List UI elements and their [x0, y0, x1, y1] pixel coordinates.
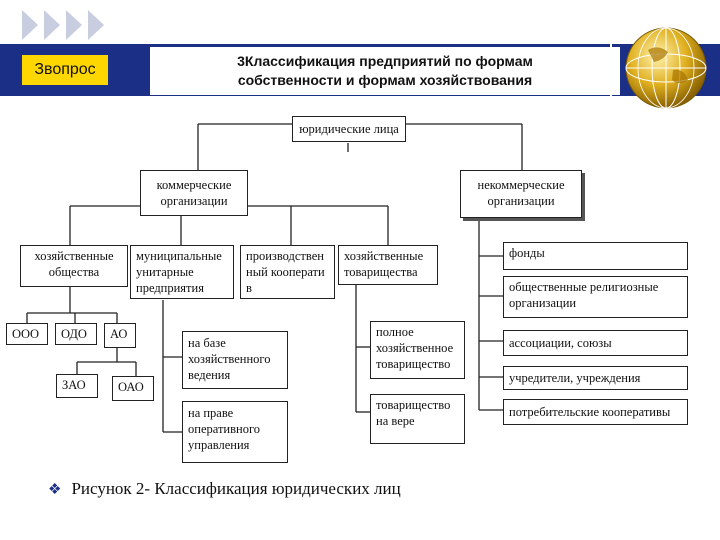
diamond-bullet-icon: ❖: [48, 481, 62, 498]
title-line-2: собственности и формам хозяйствования: [237, 72, 533, 88]
node-business-companies: хозяйственные общества: [20, 245, 128, 287]
node-zao: ЗАО: [56, 374, 98, 398]
node-funds: фонды: [503, 242, 688, 270]
node-consumer-coops: потребительские кооперативы: [503, 399, 688, 425]
node-associations: ассоциации, союзы: [503, 330, 688, 356]
node-operational-management: на праве оперативного управления: [182, 401, 288, 463]
node-noncommercial: некоммерческие организации: [460, 170, 582, 218]
globe-icon: [625, 27, 707, 109]
cooperative-label: производственный кооператив: [246, 249, 325, 295]
node-ao: АО: [104, 323, 136, 348]
node-institutions: учредители, учреждения: [503, 366, 688, 390]
node-limited-partnership: товарищество на вере: [370, 394, 465, 444]
node-oao: ОАО: [112, 376, 154, 401]
node-cooperative: производственный кооператив: [240, 245, 335, 299]
caption-text: Рисунок 2- Классификация юридических лиц: [71, 479, 401, 498]
node-ooo: ООО: [6, 323, 48, 345]
title-line-1: 3Классификация предприятий по формам: [237, 53, 533, 69]
figure-caption: ❖ Рисунок 2- Классификация юридических л…: [48, 479, 401, 499]
node-legal-entities: юридические лица: [292, 116, 406, 142]
node-commercial: коммерческие организации: [140, 170, 248, 216]
node-economic-management: на базе хозяйственного ведения: [182, 331, 288, 389]
node-full-partnership: полное хозяйственное товарищество: [370, 321, 465, 379]
node-religious: общественные религиозные организации: [503, 276, 688, 318]
chevron-arrows-icon: [22, 10, 104, 40]
slide-title: 3Классификация предприятий по формам соб…: [150, 47, 620, 95]
section-label: Звопрос: [22, 55, 108, 85]
node-partnerships: хозяйственные товарищества: [338, 245, 438, 285]
node-municipal: муниципальные унитарные предприятия: [130, 245, 234, 299]
node-odo: ОДО: [55, 323, 97, 345]
